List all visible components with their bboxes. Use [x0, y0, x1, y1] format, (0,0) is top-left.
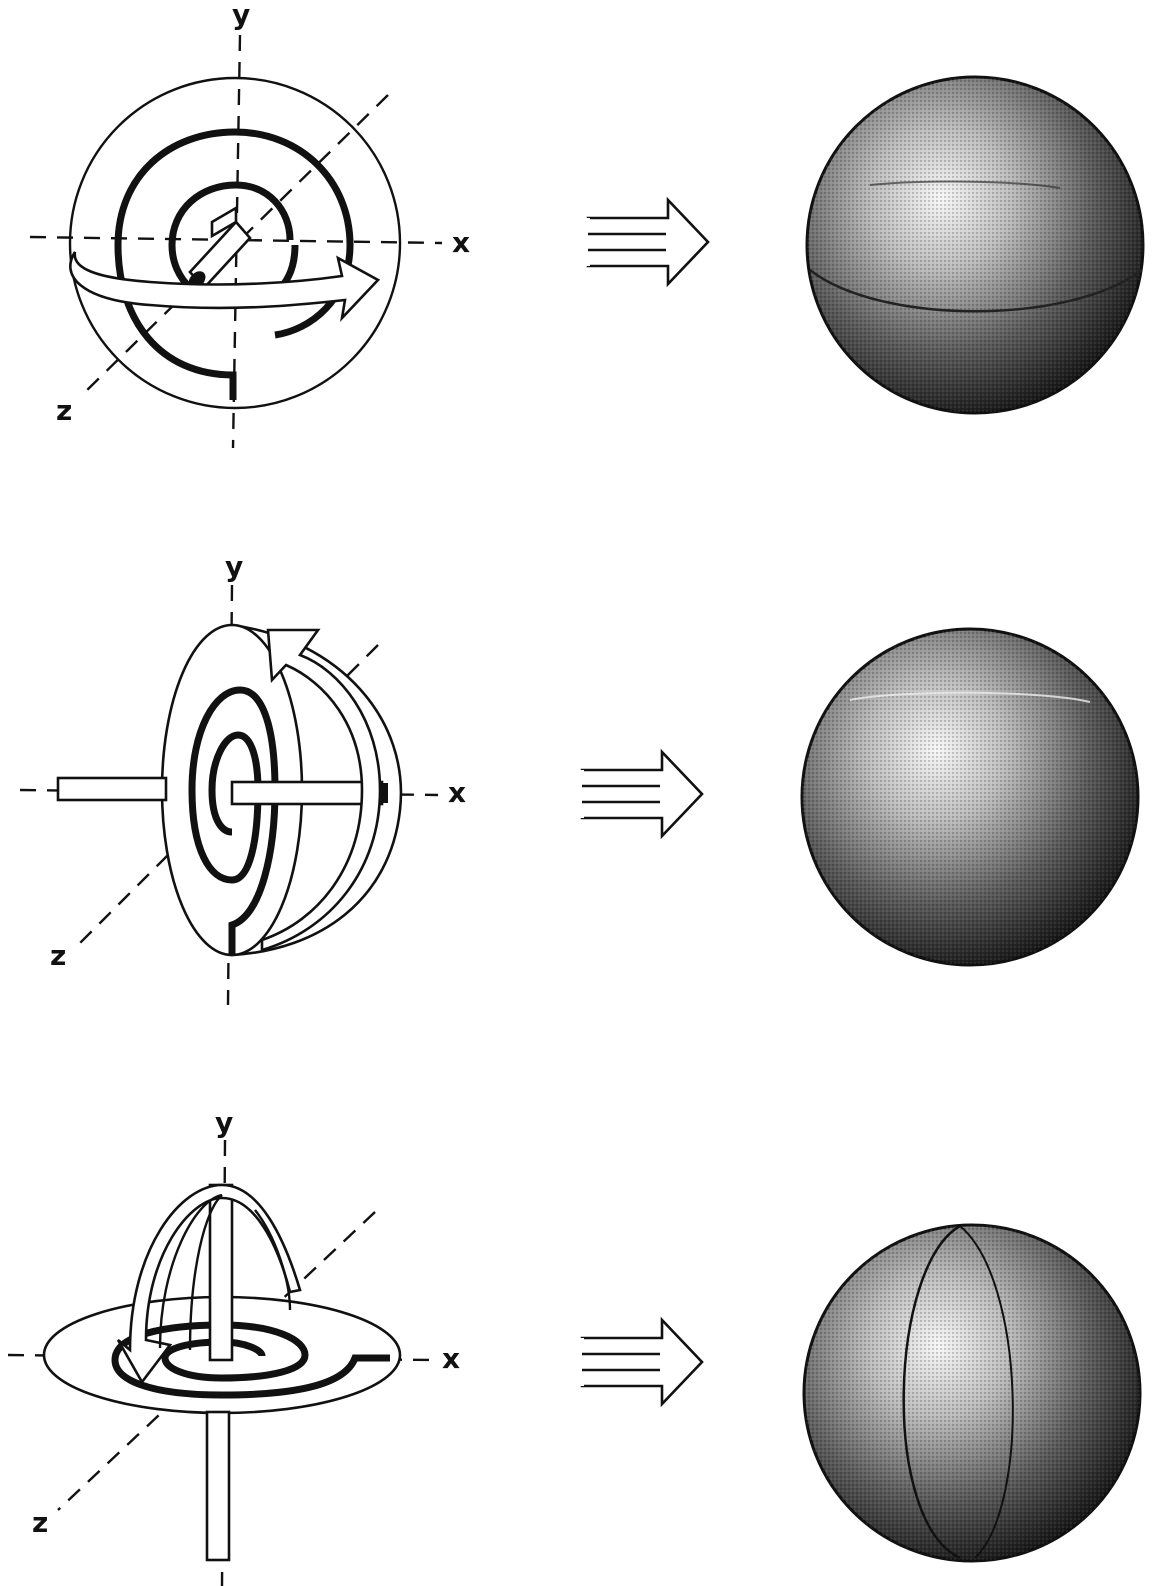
result-sphere-1 [805, 75, 1145, 415]
seam-1 [809, 269, 1143, 313]
z-axis-1 [81, 94, 389, 396]
z-label-3: z [32, 1506, 48, 1539]
double-arrow-right-icon [580, 1316, 704, 1408]
result-sphere-3 [802, 1223, 1142, 1563]
y-label-3: y [215, 1106, 233, 1139]
diagram-2: y x z [19, 550, 466, 1006]
x-label-2: x [448, 776, 466, 809]
x-axis-1 [29, 235, 443, 245]
diagram-3: y x z [7, 1106, 460, 1586]
panel-rotation-about-x: y x z [19, 550, 1140, 1006]
double-arrow-right-icon [580, 748, 704, 840]
z-axis-2 [77, 644, 379, 946]
diagram-1: y x z [29, 0, 470, 449]
y-label-1: y [232, 0, 250, 31]
seam-3b [959, 1225, 1014, 1559]
z-label-2: z [50, 939, 66, 972]
rod-bottom-3 [205, 1410, 231, 1562]
y-axis-1 [231, 34, 242, 449]
rotation-arrow-3 [116, 1183, 302, 1385]
panel-rotation-about-z: y x z [29, 0, 1145, 449]
rod-1 [188, 205, 252, 290]
y-label-2: y [225, 550, 243, 583]
seam-2 [849, 691, 1091, 703]
spiral-3 [111, 1321, 390, 1399]
double-arrow-right-icon [586, 196, 710, 288]
rod-left-2 [56, 776, 168, 802]
seam-3a [902, 1224, 961, 1560]
outer-circle-1 [68, 76, 402, 410]
rotation-arrow-1 [69, 251, 381, 322]
z-label-1: z [56, 394, 72, 427]
rotation-arrow-2 [260, 628, 382, 952]
result-sphere-2 [800, 627, 1140, 967]
rod-top-3 [208, 1183, 234, 1362]
x-label-1: x [452, 226, 470, 259]
rod-right-2 [230, 780, 384, 806]
panel-rotation-about-y: y x z [7, 1106, 1142, 1586]
x-label-3: x [442, 1342, 460, 1375]
